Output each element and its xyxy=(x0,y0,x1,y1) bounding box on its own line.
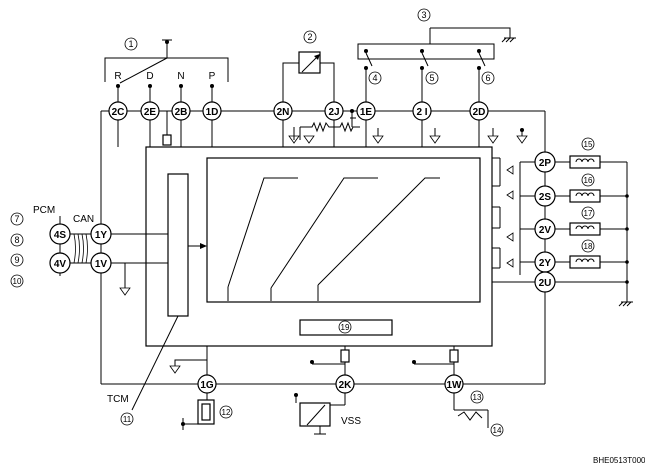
range-n-label: N xyxy=(177,71,184,82)
range-r-label: R xyxy=(114,71,121,82)
callout-19: 19 xyxy=(341,323,350,332)
callout-4: 4 xyxy=(372,73,377,83)
callout-13: 13 xyxy=(473,393,482,402)
pressure-switch-frame xyxy=(357,43,495,60)
pin-1W: 1W xyxy=(447,380,463,391)
range-switch-feed-node xyxy=(165,40,169,44)
pressure-switches xyxy=(364,49,486,103)
pin-1V: 1V xyxy=(95,259,108,270)
thermistor-wire-right xyxy=(320,62,335,103)
callout-16: 16 xyxy=(584,176,593,185)
thermistor-bias-resistors xyxy=(293,109,360,140)
shift-pattern-block xyxy=(206,157,481,303)
pcm-label: PCM xyxy=(33,205,55,216)
pin-2U: 2U xyxy=(539,278,552,289)
tcm-label: TCM xyxy=(107,394,129,405)
pressure-switch-ground-wire xyxy=(430,27,511,38)
pin-1G: 1G xyxy=(200,380,214,391)
solenoid-coils xyxy=(569,155,601,269)
pin-2J: 2J xyxy=(328,107,339,118)
callout-circles xyxy=(10,8,595,437)
solenoid-wiring xyxy=(555,161,633,307)
callout-14: 14 xyxy=(493,426,502,435)
callout-15: 15 xyxy=(584,140,593,149)
pull-down-resistor xyxy=(162,111,172,146)
pin-2K: 2K xyxy=(339,380,353,391)
callout-3: 3 xyxy=(421,10,426,20)
fault-memory-block xyxy=(299,319,393,336)
thermistor-arrow-head xyxy=(314,54,320,60)
pin-2V: 2V xyxy=(539,225,552,236)
callout-2: 2 xyxy=(307,32,312,42)
range-p-label: P xyxy=(209,71,216,82)
oss-sensor-core xyxy=(201,403,211,421)
pin-1D: 1D xyxy=(206,107,219,118)
pin-2S: 2S xyxy=(539,192,552,203)
top-connector-drops xyxy=(117,119,480,147)
figure-code: BHE0513T000 xyxy=(593,456,645,465)
callout-11: 11 xyxy=(123,415,132,424)
pin-2C: 2C xyxy=(112,107,125,118)
thermistor-wire-left xyxy=(282,62,299,103)
range-switch-contact xyxy=(119,57,168,84)
callout-7: 7 xyxy=(14,214,19,224)
callout-5: 5 xyxy=(429,73,434,83)
arrow-head xyxy=(200,243,207,249)
pin-2B: 2B xyxy=(175,107,188,118)
callout-11-leader xyxy=(131,315,179,411)
pin-4V: 4V xyxy=(54,259,67,270)
callout-17: 17 xyxy=(584,209,593,218)
callout-10: 10 xyxy=(13,277,22,286)
pin-2Y: 2Y xyxy=(539,258,552,269)
ground-symbols-top xyxy=(288,128,528,144)
callout-18: 18 xyxy=(584,242,593,251)
bottom-wiring xyxy=(169,346,489,435)
solenoid-driver-circuits xyxy=(492,157,535,283)
pin-2N: 2N xyxy=(277,107,290,118)
callout-6: 6 xyxy=(485,73,490,83)
shift-line-3-4 xyxy=(317,177,440,286)
pin-2E: 2E xyxy=(144,107,157,118)
thermistor-body xyxy=(298,51,321,74)
pin-2D: 2D xyxy=(473,107,486,118)
range-d-label: D xyxy=(146,71,153,82)
range-switch-contacts xyxy=(116,84,214,103)
pin-2I: 2 I xyxy=(416,107,427,118)
callout-12: 12 xyxy=(222,408,231,417)
pin-2P: 2P xyxy=(539,158,552,169)
pin-4S: 4S xyxy=(54,230,67,241)
pin-1E: 1E xyxy=(360,107,373,118)
callout-9: 9 xyxy=(14,255,19,265)
vss-label: VSS xyxy=(341,416,361,427)
callout-1: 1 xyxy=(128,39,133,49)
callout-8: 8 xyxy=(14,235,19,245)
pin-circles xyxy=(49,101,556,394)
pin-1Y: 1Y xyxy=(95,230,108,241)
ground-symbol-pressure xyxy=(501,37,516,43)
shift-line-1-2 xyxy=(227,177,298,288)
shift-line-2-3 xyxy=(270,177,378,289)
can-label: CAN xyxy=(73,214,94,225)
can-interface-block xyxy=(167,173,189,317)
